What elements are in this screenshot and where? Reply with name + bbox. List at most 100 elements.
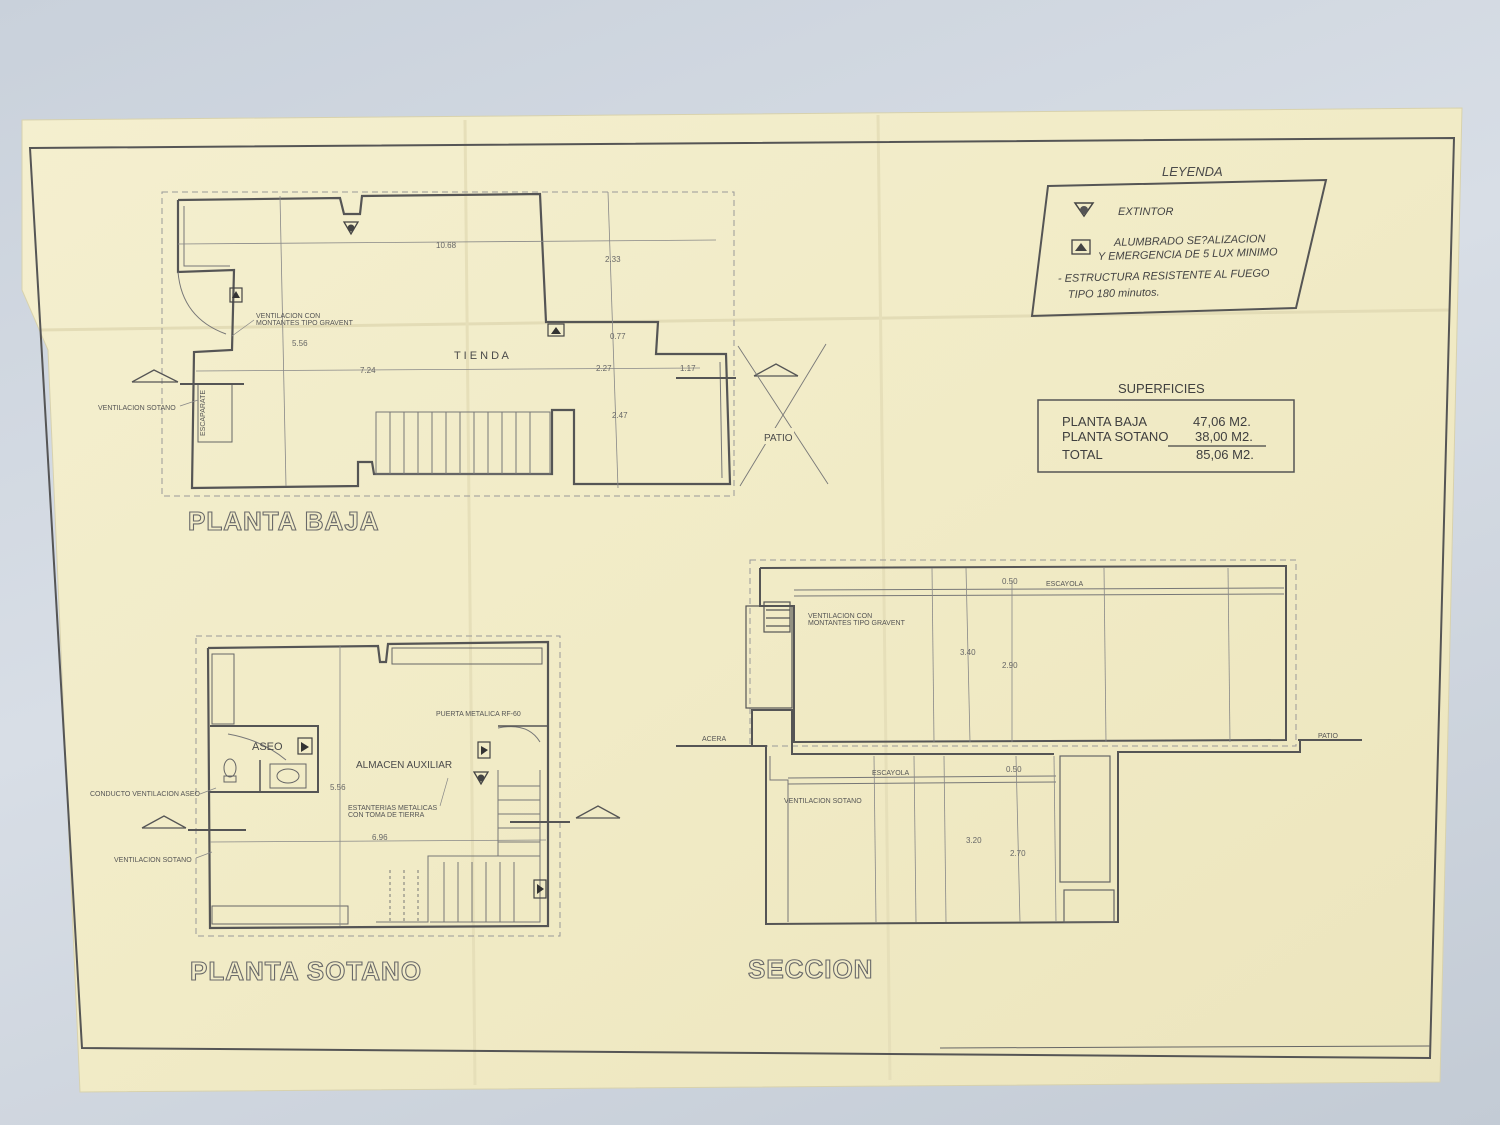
ps-conducto-leader — [199, 787, 217, 795]
legend-extintor: EXTINTOR — [1118, 206, 1173, 218]
ps-shelf-bottom — [211, 905, 349, 925]
ps-stairs — [376, 770, 541, 923]
ps-vent-sotano: VENTILACION SOTANO — [114, 857, 192, 864]
seccion-title: SECCION — [748, 954, 873, 984]
ps-aseo-door — [227, 733, 287, 761]
pb-tienda-label: T I E N D A — [454, 350, 509, 362]
ps-puerta-label: PUERTA METALICA RF-60 — [436, 711, 521, 718]
pb-patio-cross — [737, 343, 829, 487]
pb-stairs — [375, 411, 551, 475]
pb-vent-montantes-1: VENTILACION CON — [256, 313, 320, 320]
sink-icon — [269, 763, 307, 789]
pb-inner-walls — [183, 206, 230, 267]
sec-vent-montantes-1: VENTILACION CON — [808, 613, 872, 620]
legend-box — [1030, 178, 1328, 318]
sup-value-sotano: 38,00 M2. — [1195, 429, 1253, 444]
sec-dim-270: 2.70 — [1010, 849, 1026, 858]
legend-alumbrado-2: Y EMERGENCIA DE 5 LUX MINIMO — [1098, 246, 1278, 263]
planta-baja-title: PLANTA BAJA — [188, 506, 380, 536]
sup-label-sotano: PLANTA SOTANO — [1062, 429, 1168, 444]
pb-dim-line-1068 — [177, 239, 717, 245]
seccion-drawing: 0.50 ESCAYOLA VENTILACION CON MONTANTES … — [676, 559, 1362, 985]
ps-dashed-outline — [195, 635, 561, 937]
sec-dim-290: 2.90 — [1002, 661, 1018, 670]
pb-emergency-light-icon-2 — [547, 323, 565, 337]
pb-escaparate-label: ESCAPARATE — [200, 390, 207, 436]
sec-dim-340: 3.40 — [960, 648, 976, 657]
emergency-light-icon — [1071, 239, 1091, 255]
sup-label-total: TOTAL — [1062, 447, 1103, 462]
pb-vent-leader — [231, 319, 255, 337]
pb-section-marker-left — [131, 369, 244, 385]
pb-extintor-icon — [342, 221, 360, 236]
ps-section-marker-left — [141, 815, 246, 831]
sec-ceiling-line-2 — [793, 593, 1285, 597]
legend-alumbrado-1: ALUMBRADO SE?ALIZACION — [1113, 233, 1266, 249]
pb-dim-1068: 10.68 — [436, 241, 457, 250]
ps-aseo-walls — [210, 725, 319, 793]
ps-emergency-light-icon-1 — [297, 737, 313, 755]
sec-patio-label: PATIO — [1318, 733, 1339, 740]
ps-emergency-light-icon-2 — [477, 741, 491, 759]
sec-escayola-1: ESCAYOLA — [1046, 581, 1084, 588]
sec-lower-shelf-1 — [1059, 755, 1111, 883]
superficies-box — [1037, 399, 1295, 473]
ps-shelf-top — [391, 647, 543, 665]
pb-dim-line-724 — [195, 367, 701, 372]
sec-escayola-2: ESCAYOLA — [872, 770, 910, 777]
legend: LEYENDA EXTINTOR ALUMBRADO SE?ALIZACION … — [1030, 164, 1328, 318]
fold-line-horizontal — [39, 308, 1451, 332]
pb-dim-247: 2.47 — [612, 411, 628, 420]
sup-label-baja: PLANTA BAJA — [1062, 414, 1147, 429]
pb-dim-117: 1.17 — [680, 364, 696, 373]
pb-vent-sotano: VENTILACION SOTANO — [98, 405, 176, 412]
ps-dim-horiz — [209, 839, 547, 843]
pb-dashed-outline — [161, 191, 735, 497]
fold-line-vertical — [463, 119, 477, 1086]
sup-value-baja: 47,06 M2. — [1193, 414, 1251, 429]
sec-dashed-outline — [749, 559, 1297, 747]
sec-upper-stair — [745, 601, 793, 709]
ps-section-marker-right — [510, 805, 621, 823]
superficies-title: SUPERFICIES — [1118, 381, 1205, 396]
ps-vent-leader — [195, 851, 213, 859]
ps-extintor-icon — [472, 771, 490, 786]
ps-dim-696: 6.96 — [372, 833, 388, 842]
toilet-icon — [223, 758, 237, 783]
sec-acera-label: ACERA — [702, 736, 726, 743]
sec-vent-montantes-2: MONTANTES TIPO GRAVENT — [808, 620, 906, 627]
sec-dim-320: 3.20 — [966, 836, 982, 845]
sup-value-total: 85,06 M2. — [1196, 447, 1254, 462]
legend-estructura-1: - ESTRUCTURA RESISTENTE AL FUEGO — [1058, 267, 1270, 285]
sec-upper-grid — [931, 567, 1231, 743]
ps-emergency-light-icon-3 — [533, 879, 547, 899]
ps-dim-556: 5.56 — [330, 783, 346, 792]
pb-dim-vert-2 — [607, 191, 619, 489]
pb-dim-556: 5.56 — [292, 339, 308, 348]
pb-dim-227: 2.27 — [596, 364, 612, 373]
planta-sotano-plan: ASEO ALMACEN AUXILIAR PUERTA METALICA RF… — [90, 635, 621, 987]
ps-shelf-top-left — [211, 653, 235, 725]
ps-estanterias-1: ESTANTERIAS METALICAS — [348, 805, 438, 812]
planta-baja-plan: 10.68 7.24 2.27 1.17 5.56 2.33 0.77 2.47… — [98, 191, 829, 537]
legend-estructura-2: TIPO 180 minutos. — [1068, 287, 1160, 301]
sec-vent-sotano: VENTILACION SOTANO — [784, 798, 862, 805]
ps-conducto-label: CONDUCTO VENTILACION ASEO — [90, 791, 201, 798]
legend-title: LEYENDA — [1162, 164, 1223, 179]
ps-metal-door — [497, 726, 541, 743]
extintor-icon — [1073, 202, 1095, 218]
pb-emergency-light-icon-1 — [229, 287, 243, 303]
sec-lower-ceiling-2 — [787, 781, 1057, 785]
paper-sheet — [21, 107, 1463, 1093]
border-bottom-inner — [939, 1045, 1431, 1049]
sec-lower-grid — [873, 755, 1057, 923]
superficies-table: SUPERFICIES PLANTA BAJA 47,06 M2. PLANTA… — [1037, 381, 1295, 473]
pb-patio-label: PATIO — [764, 433, 793, 444]
sec-vent-duct — [769, 756, 789, 922]
ps-aseo-label: ASEO — [252, 741, 283, 753]
fold-line-vertical-2 — [876, 114, 892, 1081]
ps-estanterias-2: CON TOMA DE TIERRA — [348, 812, 425, 819]
pb-entry-door — [177, 271, 227, 335]
sec-acera-ground — [676, 709, 1054, 755]
